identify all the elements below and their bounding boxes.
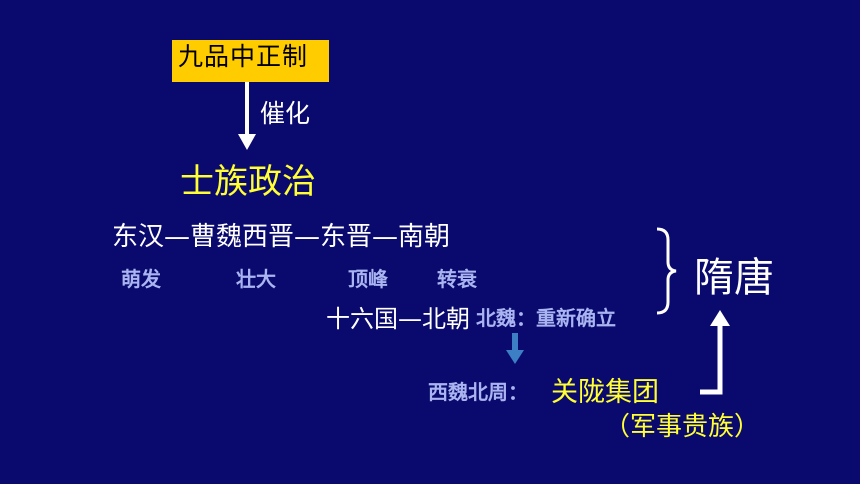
northern-wei-note: 北魏：重新确立 [476,306,616,330]
sui-tang-label: 隋唐 [694,255,774,301]
origin-box [172,40,329,82]
north-line: 十六国—北朝 [326,305,470,333]
western-wei-label: 西魏北周： [428,380,528,404]
blue-down-arrow-icon [506,333,524,364]
gentry-politics-title: 士族政治 [180,162,316,202]
stage-peak: 顶峰 [348,267,388,291]
military-aristocracy-note: （军事贵族） [604,412,761,442]
guanlong-group: 关陇集团 [551,377,659,408]
stage-growing: 壮大 [236,267,276,291]
stage-budding: 萌发 [121,267,161,291]
up-return-arrow-icon [700,310,730,395]
promote-label: 催化 [260,99,311,128]
stage-decline: 转衰 [437,267,477,291]
down-arrow-icon [238,82,256,150]
dynasty-line: 东汉—曹魏西晋—东晋—南朝 [112,222,451,252]
right-brace-icon [656,227,677,315]
origin-label: 九品中正制 [178,42,309,71]
